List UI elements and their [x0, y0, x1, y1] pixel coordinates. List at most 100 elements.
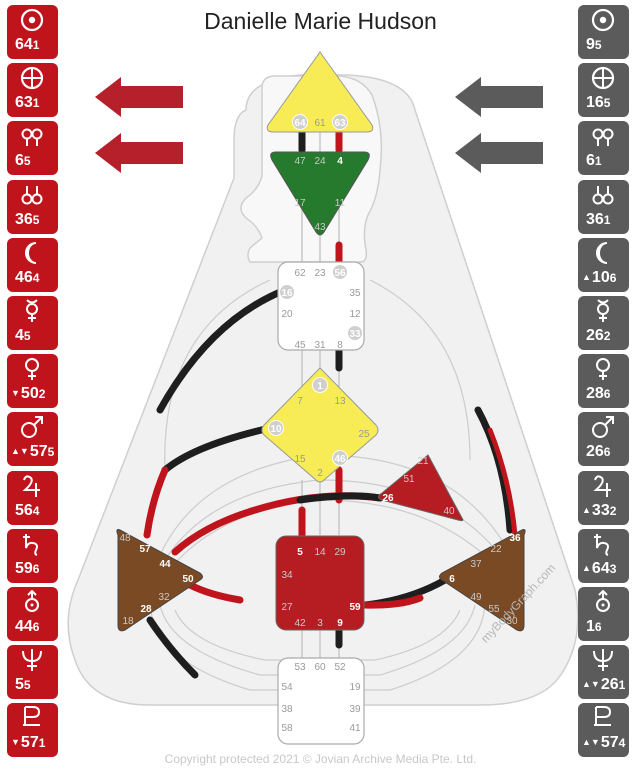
gate-49: 49 [470, 592, 482, 603]
direction-arrow: ▲▼ [582, 737, 600, 748]
direction-arrow: ▼ [11, 737, 20, 748]
personality-venus[interactable]: 286 [578, 354, 629, 409]
uranus-icon [596, 590, 610, 612]
gate-12: 12 [349, 309, 361, 320]
root-center [277, 657, 365, 745]
neptune-icon [593, 649, 613, 672]
neptune-icon [22, 649, 42, 672]
planet-activation: 365 [15, 211, 39, 229]
personality-saturn[interactable]: ▲643 [578, 528, 629, 583]
moon-icon [25, 241, 37, 264]
active-gate-marker [347, 325, 363, 341]
gate-number: 59 [15, 559, 33, 577]
personality-mercury[interactable]: 262 [578, 296, 629, 350]
line-number: 4 [32, 270, 40, 285]
design-moon[interactable]: 464 [7, 237, 58, 292]
personality-arrows [455, 77, 543, 173]
design-arrow-bottom [95, 133, 183, 173]
gate-57: 57 [139, 544, 151, 555]
planet-activation: ▲▼575 [11, 443, 54, 461]
gate-28: 28 [140, 604, 152, 615]
personality-sun[interactable]: 95 [578, 5, 629, 59]
gate-52: 52 [334, 662, 346, 673]
planet-activation: 596 [15, 560, 39, 578]
gate-50: 50 [182, 574, 194, 585]
gate-number: 44 [15, 618, 33, 635]
gate-38: 38 [281, 704, 293, 715]
channel-26-44-black [296, 492, 384, 504]
gate-number: 57 [20, 734, 39, 752]
line-number: 5 [594, 38, 602, 52]
planet-activation: 61 [586, 152, 602, 170]
gate-53: 53 [294, 662, 306, 673]
gate-number: 6 [15, 152, 24, 170]
personality-moon[interactable]: ▲106 [578, 237, 629, 292]
design-venus[interactable]: ▼502 [7, 354, 58, 409]
design-mercury[interactable]: 45 [7, 296, 58, 350]
solar-plexus-center [439, 529, 526, 632]
gate-17: 17 [294, 198, 306, 209]
mars-icon [592, 416, 614, 439]
gate-number: 28 [586, 385, 604, 403]
gate-number: 10 [591, 268, 610, 286]
gate-number: 36 [586, 210, 604, 228]
gate-2: 2 [317, 468, 323, 479]
gate-number: 16 [586, 94, 604, 112]
planet-activation: 266 [586, 443, 610, 461]
planet-activation: ▼571 [11, 734, 45, 752]
gate-9: 9 [337, 618, 343, 629]
pluto-icon [23, 706, 41, 727]
design-north-node[interactable]: 65 [7, 121, 58, 176]
venus-icon [25, 358, 39, 381]
gate-35: 35 [349, 288, 361, 299]
earth-icon [20, 67, 44, 90]
planet-activation: ▲106 [582, 269, 616, 287]
personality-uranus[interactable]: 16 [578, 587, 629, 641]
gate-22: 22 [490, 544, 502, 555]
moon-icon [596, 241, 608, 264]
planet-activation: 45 [15, 327, 31, 345]
direction-arrow: ▲ [582, 504, 591, 515]
personality-north-node[interactable]: 61 [578, 121, 629, 176]
design-earth[interactable]: 631 [7, 63, 58, 118]
mercury-icon [597, 299, 609, 322]
personality-mars[interactable]: 266 [578, 412, 629, 467]
line-number: 6 [603, 387, 611, 402]
personality-south-node[interactable]: 361 [578, 179, 629, 234]
design-mars[interactable]: ▲▼575 [7, 412, 58, 467]
design-sun[interactable]: 641 [7, 5, 58, 59]
gate-number: 9 [586, 36, 595, 53]
design-south-node[interactable]: 365 [7, 179, 58, 234]
planet-activation: 95 [586, 36, 602, 54]
gate-63: 63 [334, 118, 346, 129]
active-gate-marker [292, 114, 308, 130]
gate-number: 4 [15, 327, 24, 344]
channel-28-38 [146, 616, 199, 679]
direction-arrow: ▲▼ [582, 679, 600, 690]
gate-6: 6 [449, 574, 455, 585]
gate-24: 24 [314, 156, 326, 167]
personality-earth[interactable]: 165 [578, 63, 629, 118]
gate-21: 21 [417, 456, 429, 467]
gate-54: 54 [281, 682, 293, 693]
line-number: 5 [603, 96, 611, 111]
gate-46: 46 [334, 454, 346, 465]
design-uranus[interactable]: 446 [7, 587, 58, 641]
design-neptune[interactable]: 55 [7, 645, 58, 700]
gate-27: 27 [281, 602, 293, 613]
personality-pluto[interactable]: ▲▼574 [578, 703, 629, 758]
personality-neptune[interactable]: ▲▼261 [578, 645, 629, 700]
personality-jupiter[interactable]: ▲332 [578, 470, 629, 525]
gate-32: 32 [158, 592, 170, 603]
gate-10: 10 [270, 424, 282, 435]
gate-16: 16 [281, 288, 293, 299]
line-number: 5 [32, 212, 40, 227]
throat-center [277, 261, 365, 351]
design-saturn[interactable]: 596 [7, 528, 58, 583]
design-jupiter[interactable]: 564 [7, 470, 58, 525]
gate-40: 40 [443, 506, 455, 517]
gate-60: 60 [314, 662, 326, 673]
north-node-icon [592, 128, 614, 147]
design-pluto[interactable]: ▼571 [7, 703, 58, 758]
